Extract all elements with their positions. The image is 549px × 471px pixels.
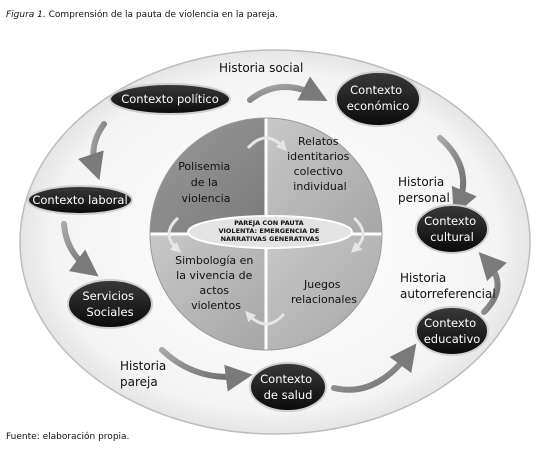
center-label: PAREJA CON PAUTA VIOLENTA: EMERGENCIA DE… — [218, 219, 321, 243]
arrow-politico-laboral — [78, 121, 107, 181]
arrow-economico-cultural — [437, 135, 477, 216]
label-historia-social: Historia social — [219, 61, 303, 75]
label-historia-autorreferencial: Historia autorreferencial — [400, 271, 496, 301]
quadrant-top-left — [150, 118, 266, 234]
center-oval — [187, 215, 353, 249]
quadrant-label-simbologia: Simbología en la vivencia de actos viole… — [175, 254, 257, 312]
quadrant-top-right — [266, 118, 382, 234]
arrow-educativo-cultural — [478, 252, 507, 315]
svg-text:Contexto laboral: Contexto laboral — [32, 193, 127, 207]
context-salud: Contexto de salud — [249, 362, 327, 412]
central-circle — [149, 117, 383, 351]
context-economico: Contexto económico — [335, 71, 421, 127]
label-historia-pareja: Historia pareja — [120, 359, 170, 389]
svg-text:Servicios Sociales: Servicios Sociales — [82, 289, 137, 319]
figure-number: Figura 1. — [6, 10, 46, 20]
figure-title: Comprensión de la pauta de violencia en … — [48, 10, 278, 20]
svg-text:Contexto económico: Contexto económico — [347, 83, 410, 113]
context-politico: Contexto político — [109, 83, 231, 115]
context-educativo: Contexto educativo — [415, 306, 489, 356]
arrow-servicios-salud — [159, 347, 253, 392]
arrow-salud-educativo — [331, 343, 417, 393]
context-cultural: Contexto cultural — [415, 204, 489, 254]
svg-text:Contexto cultural: Contexto cultural — [424, 214, 480, 244]
context-servicios: Servicios Sociales — [67, 279, 153, 329]
figure-source: Fuente: elaboración propia. — [6, 432, 130, 442]
svg-text:Contexto educativo: Contexto educativo — [424, 316, 481, 346]
quadrant-label-juegos: Juegos relacionales — [291, 278, 357, 306]
label-historia-personal: Historia personal — [398, 175, 450, 205]
quadrant-label-polisemia: Polisemia de la violencia — [178, 160, 234, 205]
figure-caption: Figura 1. Comprensión de la pauta de vio… — [6, 10, 278, 20]
svg-text:Contexto de salud: Contexto de salud — [260, 372, 316, 402]
context-laboral: Contexto laboral — [27, 185, 133, 215]
quadrant-label-relatos: Relatos identitarios colectivo individua… — [287, 135, 353, 193]
arrow-social — [247, 76, 328, 103]
inner-cycle-arrows — [167, 136, 365, 326]
quadrant-bottom-right — [266, 234, 382, 350]
outer-cycle-arrows — [61, 76, 507, 393]
quadrant-bottom-left — [150, 234, 266, 350]
svg-text:Contexto político: Contexto político — [121, 92, 219, 106]
arrow-laboral-servicios — [61, 221, 99, 277]
